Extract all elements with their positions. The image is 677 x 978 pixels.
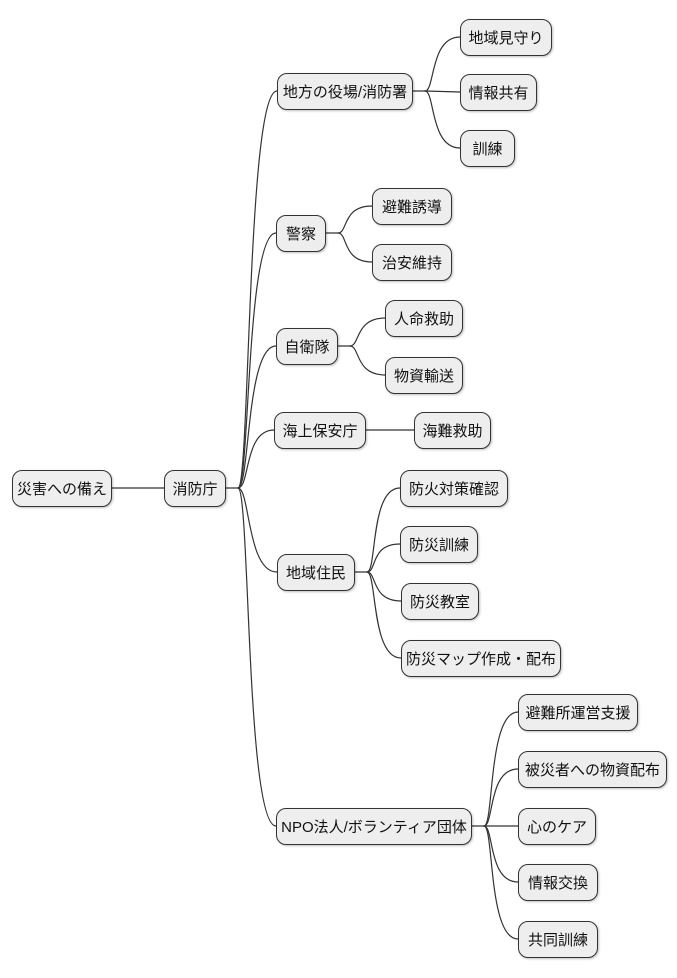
node-fire-agency: 消防庁 [164, 470, 226, 507]
edge-to-fire-prevention-check [366, 487, 401, 573]
node-community-watch: 地域見守り [460, 19, 552, 56]
edge-to-supplies-transport [349, 345, 386, 376]
edge-to-npo [237, 487, 277, 827]
edge-to-training [424, 90, 461, 149]
edge-to-info-exchange [483, 825, 519, 883]
node-joint-training: 共同訓練 [518, 921, 598, 958]
edge-to-joint-training [483, 825, 519, 940]
node-training: 訓練 [460, 130, 515, 167]
edge-to-coast-guard [237, 429, 275, 489]
edge-to-info-sharing [424, 90, 461, 93]
edge-to-life-saving [349, 317, 386, 347]
node-disaster-map-distribution: 防災マップ作成・配布 [401, 640, 561, 677]
edge-to-local-office [237, 90, 278, 489]
edge-to-disaster-drill [366, 543, 401, 573]
edge-to-supplies-distribution [483, 768, 519, 827]
edge-to-shelter-support [483, 711, 519, 827]
node-maritime-rescue: 海難救助 [414, 412, 491, 449]
node-shelter-support: 避難所運営支援 [518, 694, 638, 731]
node-police: 警察 [276, 215, 326, 252]
edge-to-disaster-class [366, 571, 402, 602]
edge-to-public-order [337, 232, 373, 263]
edge-to-sdf [237, 345, 277, 489]
node-disaster-drill: 防災訓練 [400, 526, 478, 563]
node-public-order: 治安維持 [372, 244, 452, 281]
edge-to-residents [237, 487, 278, 573]
node-life-saving: 人命救助 [385, 300, 463, 337]
node-evacuation-guidance: 避難誘導 [372, 188, 452, 225]
edge-to-community-watch [424, 36, 461, 92]
edge-to-evacuation-guidance [337, 205, 373, 234]
node-local-office-fire-station: 地方の役場/消防署 [277, 73, 413, 110]
node-info-sharing: 情報共有 [460, 74, 537, 111]
node-self-defense-force: 自衛隊 [276, 328, 338, 365]
node-supplies-transport: 物資輸送 [385, 357, 463, 394]
node-coast-guard: 海上保安庁 [274, 412, 366, 449]
node-disaster-preparedness: 災害への備え [12, 470, 112, 507]
node-supplies-distribution: 被災者への物資配布 [518, 751, 667, 788]
node-mental-care: 心のケア [518, 808, 596, 845]
edge-to-police [237, 232, 277, 489]
node-local-residents: 地域住民 [277, 554, 355, 591]
node-info-exchange: 情報交換 [518, 864, 598, 901]
node-npo-volunteer-groups: NPO法人/ボランティア団体 [276, 808, 472, 845]
node-disaster-class: 防災教室 [401, 583, 479, 620]
node-fire-prevention-check: 防火対策確認 [400, 470, 508, 507]
edge-to-disaster-map [366, 571, 402, 659]
